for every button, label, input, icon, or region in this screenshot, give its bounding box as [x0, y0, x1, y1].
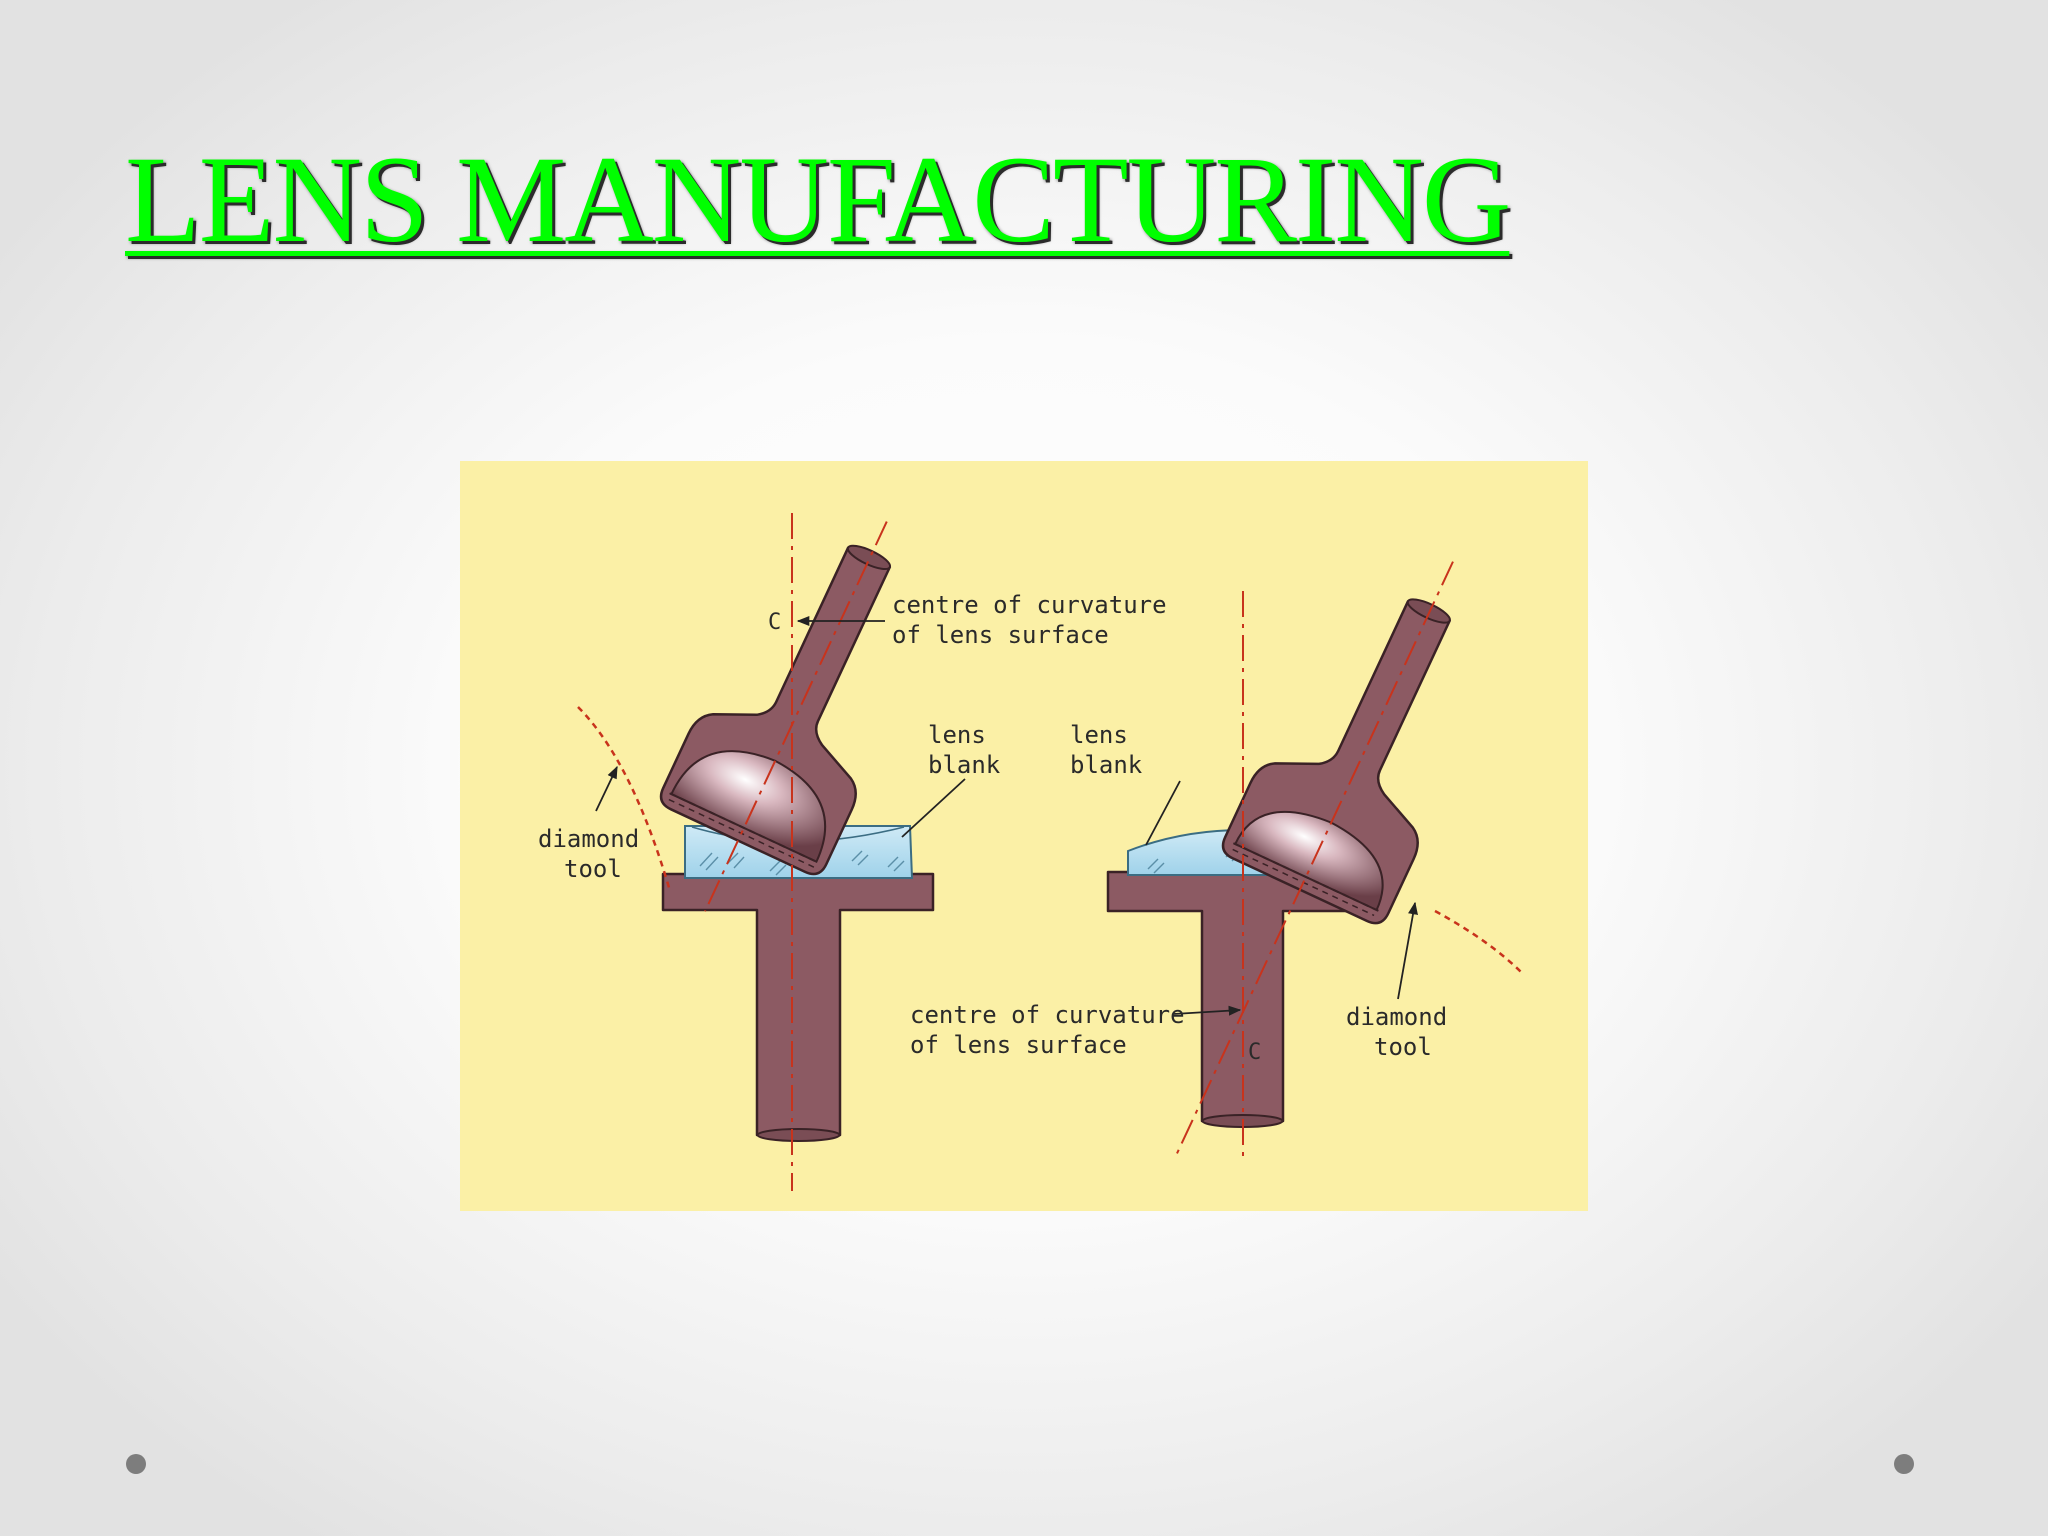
- right-centre-label-line2: of lens surface: [910, 1031, 1127, 1059]
- left-tool-label-line2: tool: [564, 855, 622, 883]
- left-setup: C: [577, 513, 966, 1191]
- right-tool-axis: [1173, 561, 1454, 1161]
- left-holder-shaft-end: [756, 1128, 841, 1142]
- right-tool-label-line1: diamond: [1346, 1003, 1447, 1031]
- left-curvature-arc: [577, 706, 672, 892]
- left-centre-point-label: C: [768, 610, 781, 635]
- left-cutter-head: [659, 521, 892, 912]
- right-lens-blank-label-line2: blank: [1070, 751, 1143, 779]
- lens-manufacturing-diagram: C centre of curvature of lens surface le…: [460, 461, 1588, 1211]
- left-tool-axis: [704, 521, 888, 912]
- right-curvature-arc: [1434, 909, 1523, 974]
- left-tool-label-line1: diamond: [538, 825, 639, 853]
- slide-nav-dot-right: [1894, 1454, 1914, 1474]
- slide-title: LENS MANUFACTURING: [125, 131, 1511, 268]
- left-centre-label-line2: of lens surface: [892, 621, 1109, 649]
- left-lens-blank-label-line2: blank: [928, 751, 1001, 779]
- right-centre-label-line1: centre of curvature: [910, 1001, 1185, 1029]
- slide-nav-dot-left: [126, 1454, 146, 1474]
- right-tool-label-line2: tool: [1374, 1033, 1432, 1061]
- right-setup: C: [1106, 561, 1523, 1161]
- right-lens-blank-label-line1: lens: [1070, 721, 1128, 749]
- left-glass-hatching: [699, 850, 905, 876]
- left-lens-blank-label-line1: lens: [928, 721, 986, 749]
- left-centre-label-line1: centre of curvature: [892, 591, 1167, 619]
- right-cutter-head: [1173, 561, 1454, 1161]
- right-centre-point-label: C: [1248, 1040, 1261, 1065]
